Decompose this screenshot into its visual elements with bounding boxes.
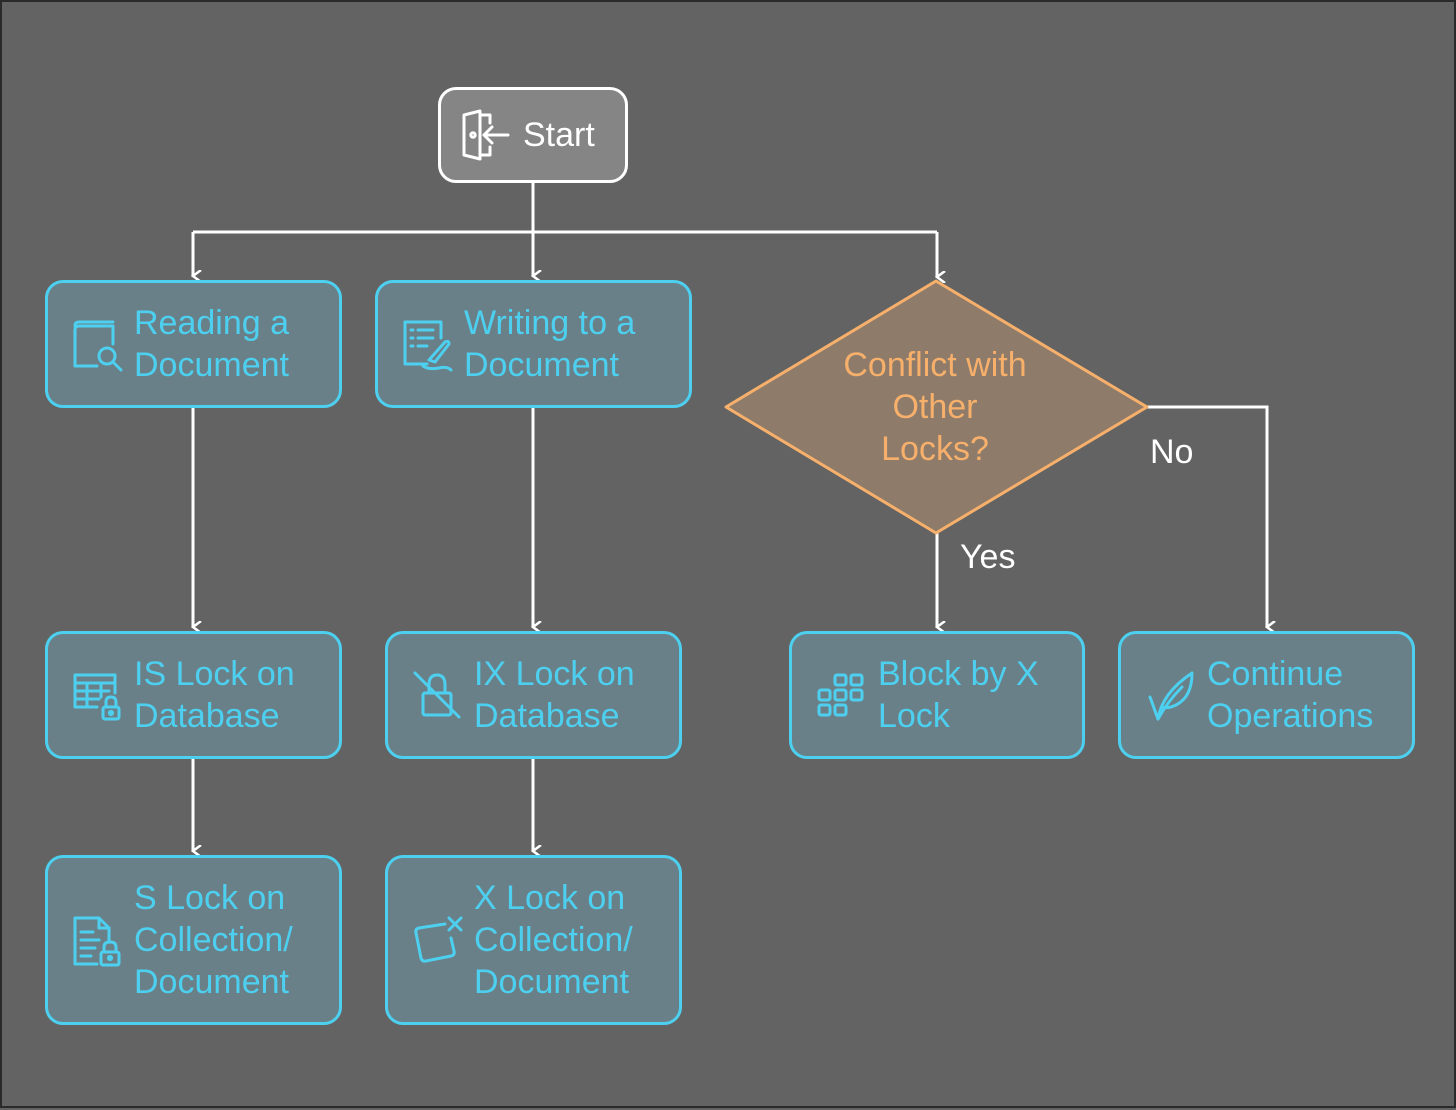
writing-document-label: Writing to a Document xyxy=(464,304,636,384)
decision-label: Conflict with Other Locks? xyxy=(843,346,1027,468)
reading-document-label: Reading a Document xyxy=(134,304,290,384)
block-by-x-lock-node[interactable]: Block by X Lock xyxy=(789,631,1085,759)
edge-label-yes: Yes xyxy=(960,538,1016,576)
s-lock-collection-node[interactable]: S Lock on Collection/ Document xyxy=(45,855,342,1025)
reading-document-node[interactable]: Reading a Document xyxy=(45,280,342,408)
edge-decision-no xyxy=(1147,405,1267,627)
continue-operations-label: Continue Operations xyxy=(1207,655,1374,735)
start-label: Start xyxy=(523,116,595,154)
ix-lock-database-node[interactable]: IX Lock on Database xyxy=(385,631,682,759)
decision-diamond xyxy=(724,279,1149,535)
s-lock-collection-label: S Lock on Collection/ Document xyxy=(134,879,293,1001)
leaf-icon xyxy=(1141,666,1199,724)
writing-document-node[interactable]: Writing to a Document xyxy=(375,280,692,408)
document-search-icon xyxy=(68,315,126,373)
enter-door-icon xyxy=(455,106,513,164)
square-x-icon xyxy=(408,911,466,969)
x-lock-collection-node[interactable]: X Lock on Collection/ Document xyxy=(385,855,682,1025)
x-lock-collection-label: X Lock on Collection/ Document xyxy=(474,879,633,1001)
file-lock-icon xyxy=(68,911,126,969)
start-node[interactable]: Start xyxy=(438,87,628,183)
table-lock-icon xyxy=(68,666,126,724)
is-lock-database-node[interactable]: IS Lock on Database xyxy=(45,631,342,759)
block-by-x-lock-label: Block by X Lock xyxy=(878,655,1039,735)
is-lock-database-label: IS Lock on Database xyxy=(134,655,295,735)
document-edit-icon xyxy=(398,315,456,373)
lock-off-icon xyxy=(408,666,466,724)
blocks-icon xyxy=(812,666,870,724)
edge-label-no: No xyxy=(1150,433,1194,471)
ix-lock-database-label: IX Lock on Database xyxy=(474,655,635,735)
continue-operations-node[interactable]: Continue Operations xyxy=(1118,631,1415,759)
